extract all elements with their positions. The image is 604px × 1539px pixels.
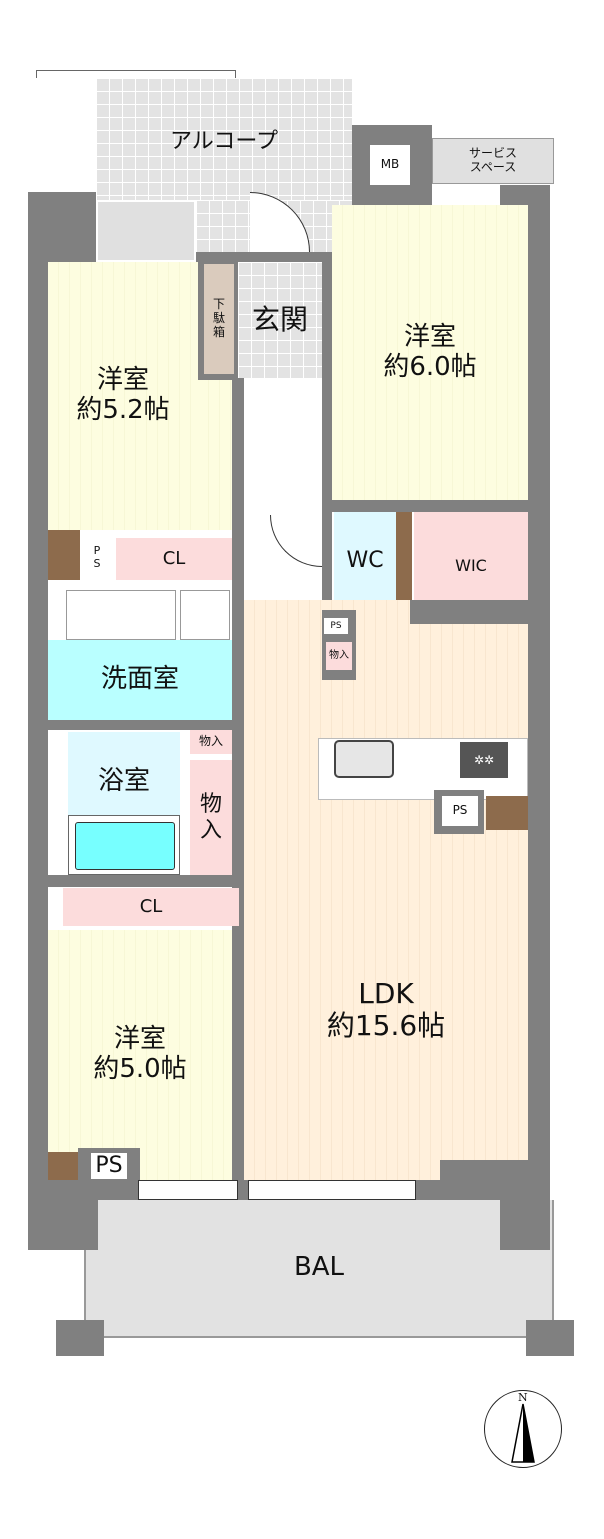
compass-north-label: N — [518, 1391, 528, 1404]
bathtub-icon — [68, 815, 180, 875]
wall-bath — [48, 720, 244, 730]
wall-right — [528, 185, 550, 1215]
alcove-planter — [96, 200, 196, 262]
room-name: 洋室 — [96, 365, 149, 396]
room-size: 約5.2帖 — [76, 395, 170, 425]
storage-3: 物 入 — [190, 760, 232, 875]
ps-3: PS — [442, 796, 478, 826]
ps-2: PS — [324, 618, 348, 634]
north-arrow-icon — [511, 1403, 535, 1463]
pillar-bottom — [48, 1152, 78, 1182]
service-space: サービス スペース — [432, 138, 554, 184]
vanity — [66, 590, 176, 640]
closet-1: CL — [116, 538, 232, 580]
ldk: LDK 約15.6帖 — [244, 600, 528, 1180]
compass: N — [484, 1390, 562, 1468]
closet-2: CL — [63, 888, 239, 926]
washroom: 洗面室 — [48, 640, 232, 720]
balcony-post-right — [500, 1180, 550, 1250]
washing-machine — [180, 590, 230, 640]
shoe-box: 下 駄 箱 — [204, 264, 234, 374]
wc: WC — [334, 512, 396, 610]
balcony-post-left — [28, 1180, 98, 1250]
room-size: 約6.0帖 — [383, 351, 477, 382]
alcove: アルコープ — [96, 78, 352, 206]
mb-box: MB — [370, 145, 410, 185]
ps-4: PS — [78, 1148, 140, 1184]
room-name: 洋室 — [113, 1024, 166, 1055]
wall-ldk-corner — [440, 1160, 528, 1182]
room-size: 約15.6帖 — [326, 1009, 446, 1042]
stove-icon: ✲✲ — [460, 742, 508, 778]
ps-1: P S — [86, 536, 108, 580]
sink-icon — [334, 740, 394, 778]
wall-mid — [322, 262, 332, 682]
wall-wc — [322, 500, 528, 512]
pillar — [48, 530, 80, 580]
balcony: BAL — [84, 1200, 554, 1338]
storage-2: 物入 — [190, 730, 232, 754]
entrance: 玄関 — [238, 262, 322, 378]
wall-left — [28, 192, 48, 1212]
western-room-5-2-extension — [198, 380, 232, 530]
room-name: LDK — [358, 976, 414, 1010]
western-room-6-0: 洋室 約6.0帖 — [332, 205, 528, 500]
balcony-foot-left — [56, 1320, 104, 1356]
wall-wic-bottom — [410, 600, 528, 624]
alcove-outline — [36, 70, 236, 78]
room-name: 洋室 — [403, 321, 456, 352]
wall-center — [232, 378, 244, 1183]
window-2[interactable] — [248, 1180, 416, 1200]
room-size: 約5.0帖 — [93, 1054, 187, 1084]
western-room-5-0: 洋室 約5.0帖 — [48, 930, 232, 1180]
western-room-5-2: 洋室 約5.2帖 — [48, 262, 198, 530]
wall-bath-bottom — [48, 875, 244, 887]
balcony-foot-right — [526, 1320, 574, 1356]
storage-1: 物入 — [326, 642, 352, 670]
window-1[interactable] — [138, 1180, 238, 1200]
wc-pipe — [396, 512, 412, 622]
pillar-kitchen — [486, 796, 528, 830]
wall-entrance — [196, 252, 336, 262]
